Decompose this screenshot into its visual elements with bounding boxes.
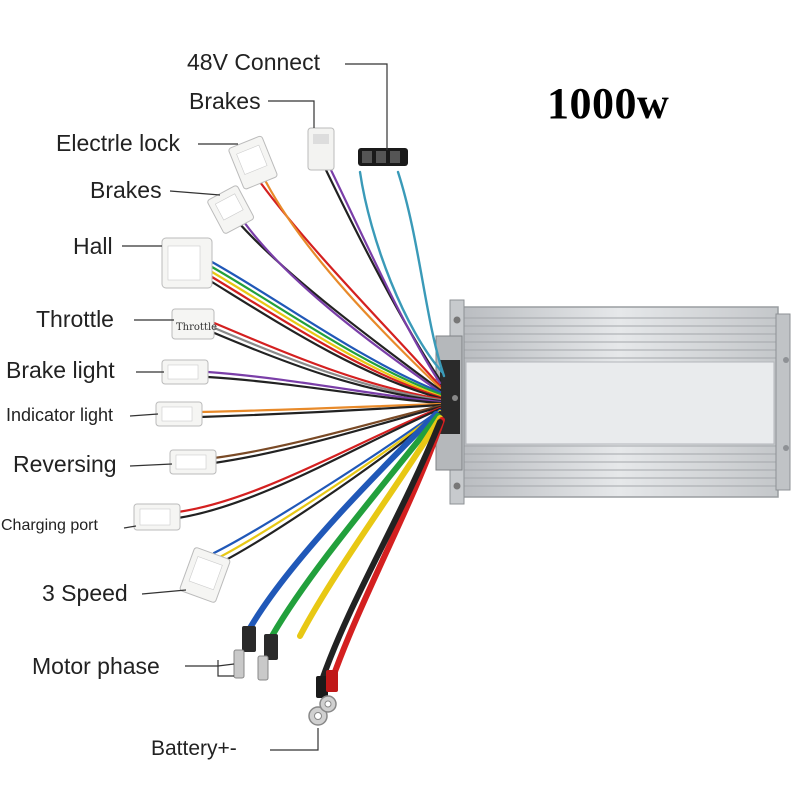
wire-hall-blue bbox=[210, 260, 442, 394]
wire-charging-black bbox=[176, 407, 442, 520]
connector-3-speed bbox=[179, 547, 231, 603]
wire-hall-green bbox=[210, 265, 442, 396]
wire-hall-yellow bbox=[210, 270, 442, 398]
wattage-title: 1000w bbox=[547, 79, 670, 128]
connector-motor-phase bbox=[233, 626, 278, 681]
connector-battery bbox=[308, 670, 338, 726]
connector-charging-port bbox=[133, 503, 181, 531]
wire-brakelight-purple bbox=[206, 370, 442, 404]
wire-indicator-orange bbox=[198, 402, 442, 414]
connector-hall bbox=[161, 237, 213, 289]
wire-3speed-blue bbox=[212, 408, 442, 555]
wire-indicator-black bbox=[198, 403, 442, 419]
wire-phase-blue bbox=[247, 411, 439, 631]
connectors: Throttle bbox=[133, 127, 408, 726]
wire-reversing-brown bbox=[212, 404, 442, 460]
wire-battery-black bbox=[319, 419, 443, 683]
connector-throttle-label: Throttle bbox=[176, 322, 217, 333]
label-indicator-light: Indicator light bbox=[6, 405, 114, 425]
wire-phase-green bbox=[269, 413, 441, 639]
connector-brakes-2 bbox=[207, 185, 255, 234]
label-charging-port: Charging port bbox=[1, 517, 98, 534]
wire-bundle bbox=[176, 166, 446, 683]
label-3-speed: 3 Speed bbox=[42, 580, 128, 606]
connector-indicator-light bbox=[155, 401, 203, 427]
cooling-fins bbox=[462, 317, 776, 487]
connector-brake-light bbox=[161, 359, 209, 385]
wire-48v-teal-a bbox=[358, 170, 444, 374]
wire-brakes-top-purple bbox=[328, 166, 442, 385]
connector-electric-lock bbox=[228, 135, 278, 190]
wire-hall-red bbox=[210, 275, 442, 399]
wire-brakes2-black bbox=[236, 220, 442, 392]
label-brakes-top: Brakes bbox=[189, 88, 261, 114]
connector-brakes-top bbox=[307, 127, 335, 171]
wire-charging-red bbox=[176, 406, 442, 514]
label-brakes-2: Brakes bbox=[90, 177, 162, 203]
connector-throttle: Throttle bbox=[171, 308, 217, 340]
wire-throttle-grey bbox=[210, 325, 442, 402]
wire-throttle-red bbox=[210, 320, 442, 401]
wire-phase-yellow bbox=[297, 415, 443, 639]
wire-reversing-black bbox=[212, 405, 442, 465]
wire-48v-teal-b bbox=[396, 170, 446, 378]
label-48v-connect: 48V Connect bbox=[187, 49, 320, 75]
controller-housing bbox=[435, 299, 791, 505]
wire-3speed-yellow bbox=[216, 409, 442, 560]
label-brake-light: Brake light bbox=[6, 357, 115, 383]
wire-brakes2-purple bbox=[242, 220, 442, 394]
wire-lock-orange bbox=[264, 180, 442, 390]
wire-throttle-black bbox=[210, 330, 442, 403]
leader-lines bbox=[122, 63, 388, 751]
label-battery: Battery+- bbox=[151, 737, 237, 760]
connector-reversing bbox=[169, 449, 217, 475]
wire-brakelight-black bbox=[206, 375, 442, 405]
label-throttle: Throttle bbox=[36, 306, 114, 332]
connector-48v bbox=[358, 148, 408, 166]
label-electric-lock: Electrle lock bbox=[56, 130, 180, 156]
label-hall: Hall bbox=[73, 233, 113, 259]
label-motor-phase: Motor phase bbox=[32, 653, 160, 679]
label-reversing: Reversing bbox=[13, 451, 117, 477]
wire-hall-black bbox=[210, 280, 442, 400]
